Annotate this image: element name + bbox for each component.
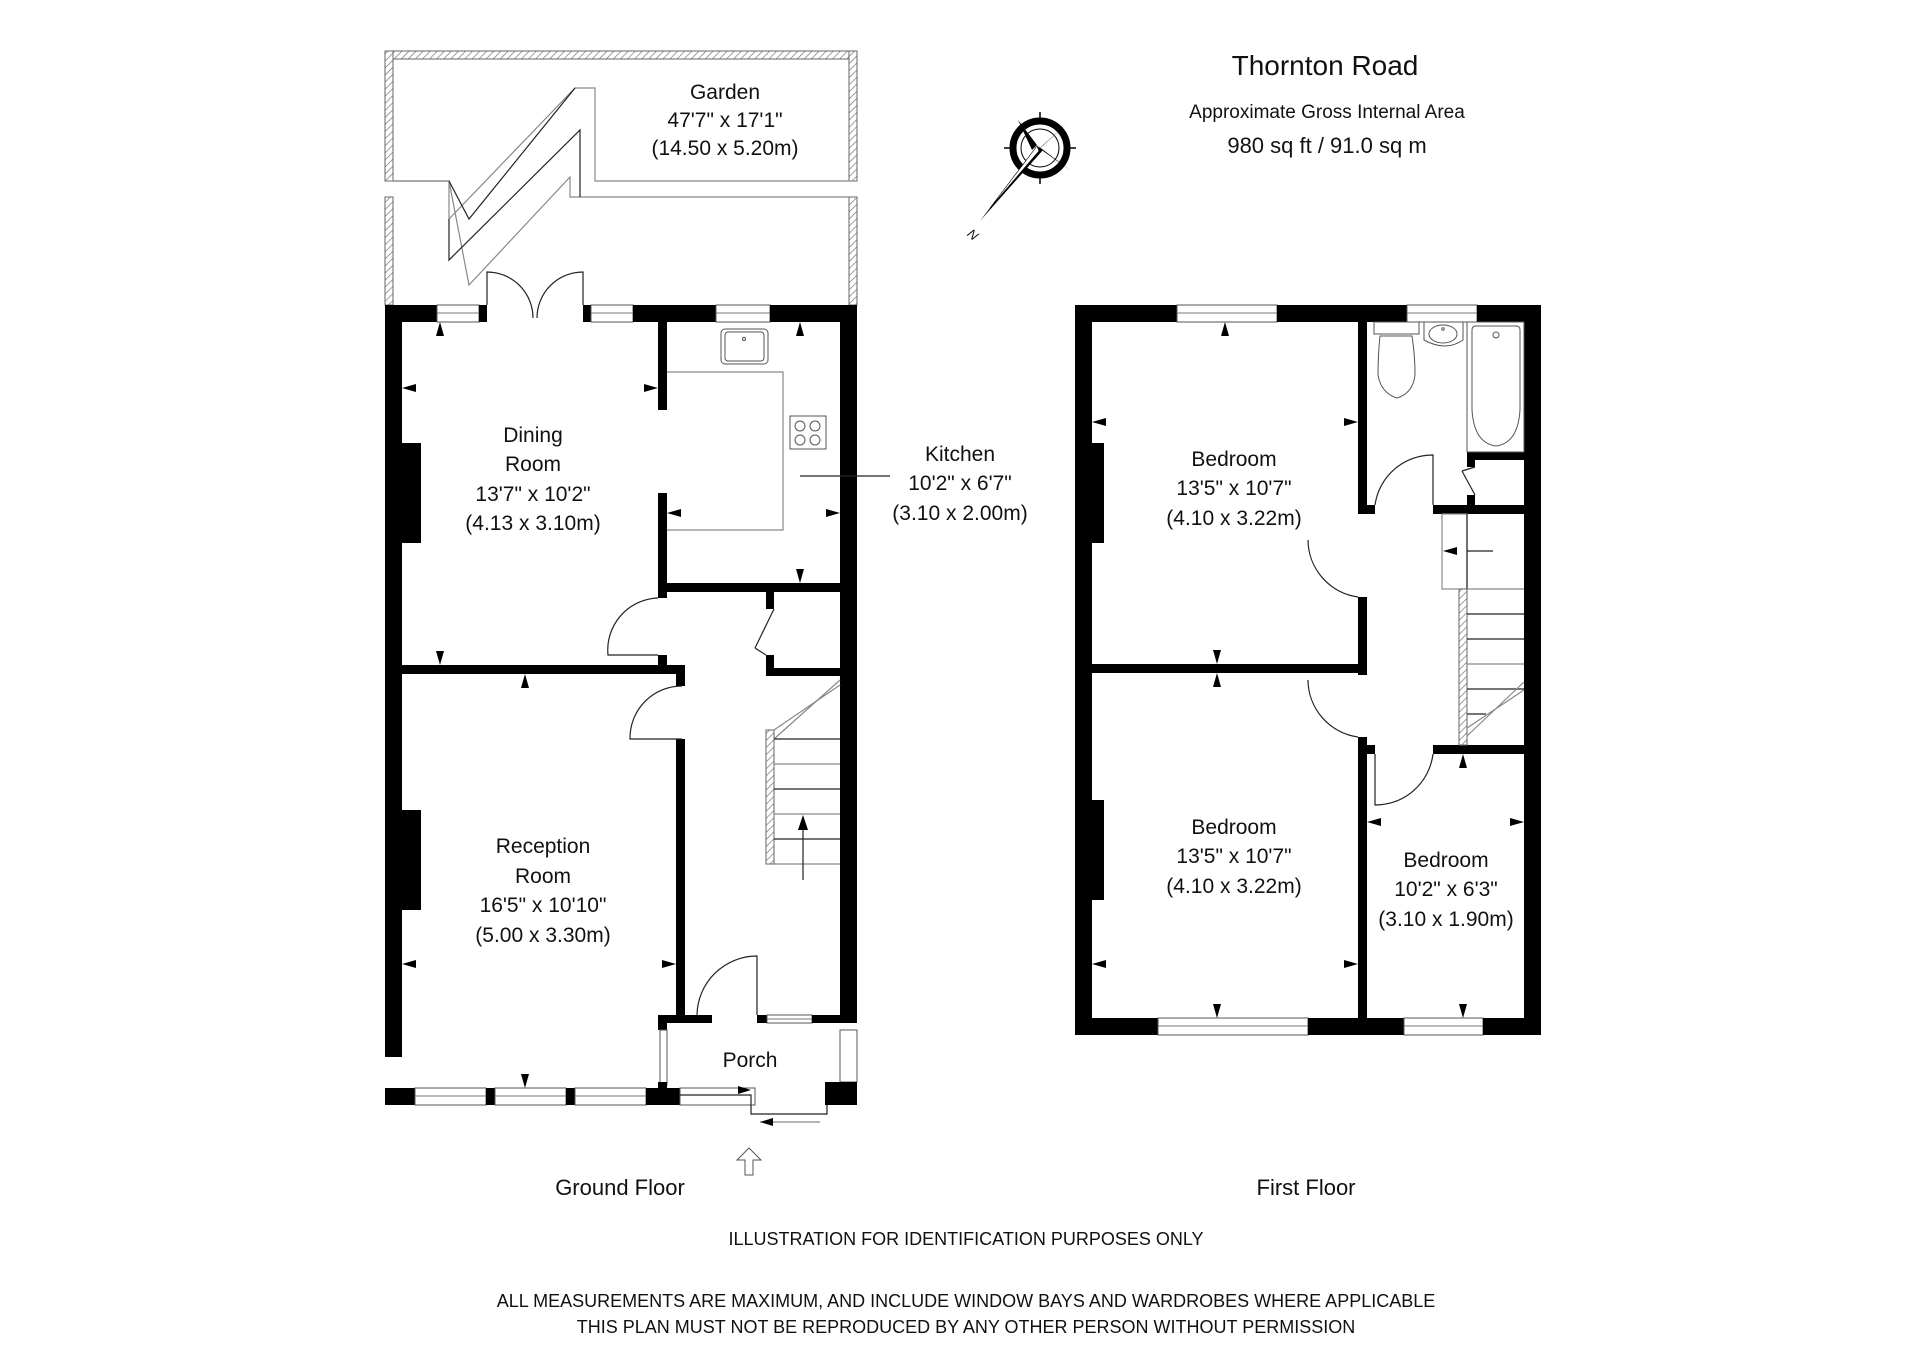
svg-text:Bedroom: Bedroom: [1191, 816, 1276, 839]
garden-label: Garden 47'7" x 17'1" (14.50 x 5.20m): [651, 81, 798, 160]
svg-text:47'7" x 17'1": 47'7" x 17'1": [667, 109, 782, 132]
ground-floor-label: Ground Floor: [555, 1175, 685, 1200]
svg-text:(4.10 x 3.22m): (4.10 x 3.22m): [1166, 875, 1301, 898]
kitchen-label: Kitchen 10'2" x 6'7" (3.10 x 2.00m): [892, 443, 1027, 525]
svg-text:10'2" x 6'3": 10'2" x 6'3": [1394, 878, 1498, 901]
compass-rose-icon: N: [964, 112, 1076, 244]
ground-floor-doors: [486, 271, 828, 1123]
ground-floor-stairs: [765, 679, 841, 880]
svg-text:(4.10 x 3.22m): (4.10 x 3.22m): [1166, 507, 1301, 530]
porch-label: Porch: [723, 1049, 778, 1072]
svg-text:16'5" x 10'10": 16'5" x 10'10": [480, 894, 607, 917]
svg-text:13'5" x 10'7": 13'5" x 10'7": [1176, 477, 1291, 500]
svg-text:Reception: Reception: [496, 835, 591, 858]
dimension-markers: [402, 322, 840, 1126]
svg-text:13'7" x 10'2": 13'7" x 10'2": [475, 483, 590, 506]
disclaimer-measurements: ALL MEASUREMENTS ARE MAXIMUM, AND INCLUD…: [497, 1291, 1436, 1311]
ground-floor-walls: [385, 304, 858, 1106]
disclaimer-copyright: THIS PLAN MUST NOT BE REPRODUCED BY ANY …: [577, 1317, 1355, 1337]
area-caption: Approximate Gross Internal Area: [1189, 102, 1465, 123]
first-floor-windows: [1158, 312, 1483, 1027]
svg-text:Garden: Garden: [690, 81, 760, 104]
svg-text:Porch: Porch: [723, 1049, 778, 1072]
garden-area: [384, 50, 858, 306]
svg-text:(3.10 x 2.00m): (3.10 x 2.00m): [892, 502, 1027, 525]
svg-text:13'5" x 10'7": 13'5" x 10'7": [1176, 845, 1291, 868]
first-floor-dimension-markers: [1092, 322, 1524, 1018]
reception-room-label: Reception Room 16'5" x 10'10" (5.00 x 3.…: [475, 835, 610, 947]
compass-north-label: N: [964, 226, 981, 244]
first-floor-label: First Floor: [1257, 1175, 1356, 1200]
svg-text:(3.10 x 1.90m): (3.10 x 1.90m): [1378, 908, 1513, 931]
bedroom-1-label: Bedroom 13'5" x 10'7" (4.10 x 3.22m): [1166, 448, 1301, 530]
svg-text:(14.50 x 5.20m): (14.50 x 5.20m): [651, 137, 798, 160]
dining-room-label: Dining Room 13'7" x 10'2" (4.13 x 3.10m): [465, 424, 600, 535]
svg-text:Dining: Dining: [503, 424, 563, 447]
svg-text:(4.13 x 3.10m): (4.13 x 3.10m): [465, 512, 600, 535]
svg-text:Kitchen: Kitchen: [925, 443, 995, 466]
bedroom-2-label: Bedroom 13'5" x 10'7" (4.10 x 3.22m): [1166, 816, 1301, 898]
entrance-arrow-icon: [735, 1147, 763, 1176]
kitchen-fittings: [667, 328, 890, 531]
svg-text:Bedroom: Bedroom: [1403, 849, 1488, 872]
plan-title: Thornton Road: [1232, 50, 1419, 81]
bedroom-3-label: Bedroom 10'2" x 6'3" (3.10 x 1.90m): [1378, 849, 1513, 931]
svg-text:Room: Room: [505, 453, 561, 476]
first-floor-stairs: [1441, 513, 1525, 746]
first-floor-doors: [1307, 454, 1476, 806]
bathroom-fittings: [1373, 321, 1525, 453]
svg-text:Room: Room: [515, 865, 571, 888]
svg-text:(5.00 x 3.30m): (5.00 x 3.30m): [475, 924, 610, 947]
svg-text:Bedroom: Bedroom: [1191, 448, 1276, 471]
disclaimer-identification: ILLUSTRATION FOR IDENTIFICATION PURPOSES…: [728, 1229, 1203, 1249]
ground-floor-windows: [415, 312, 812, 1097]
gross-area: 980 sq ft / 91.0 sq m: [1227, 133, 1426, 158]
svg-text:10'2" x 6'7": 10'2" x 6'7": [908, 472, 1012, 495]
